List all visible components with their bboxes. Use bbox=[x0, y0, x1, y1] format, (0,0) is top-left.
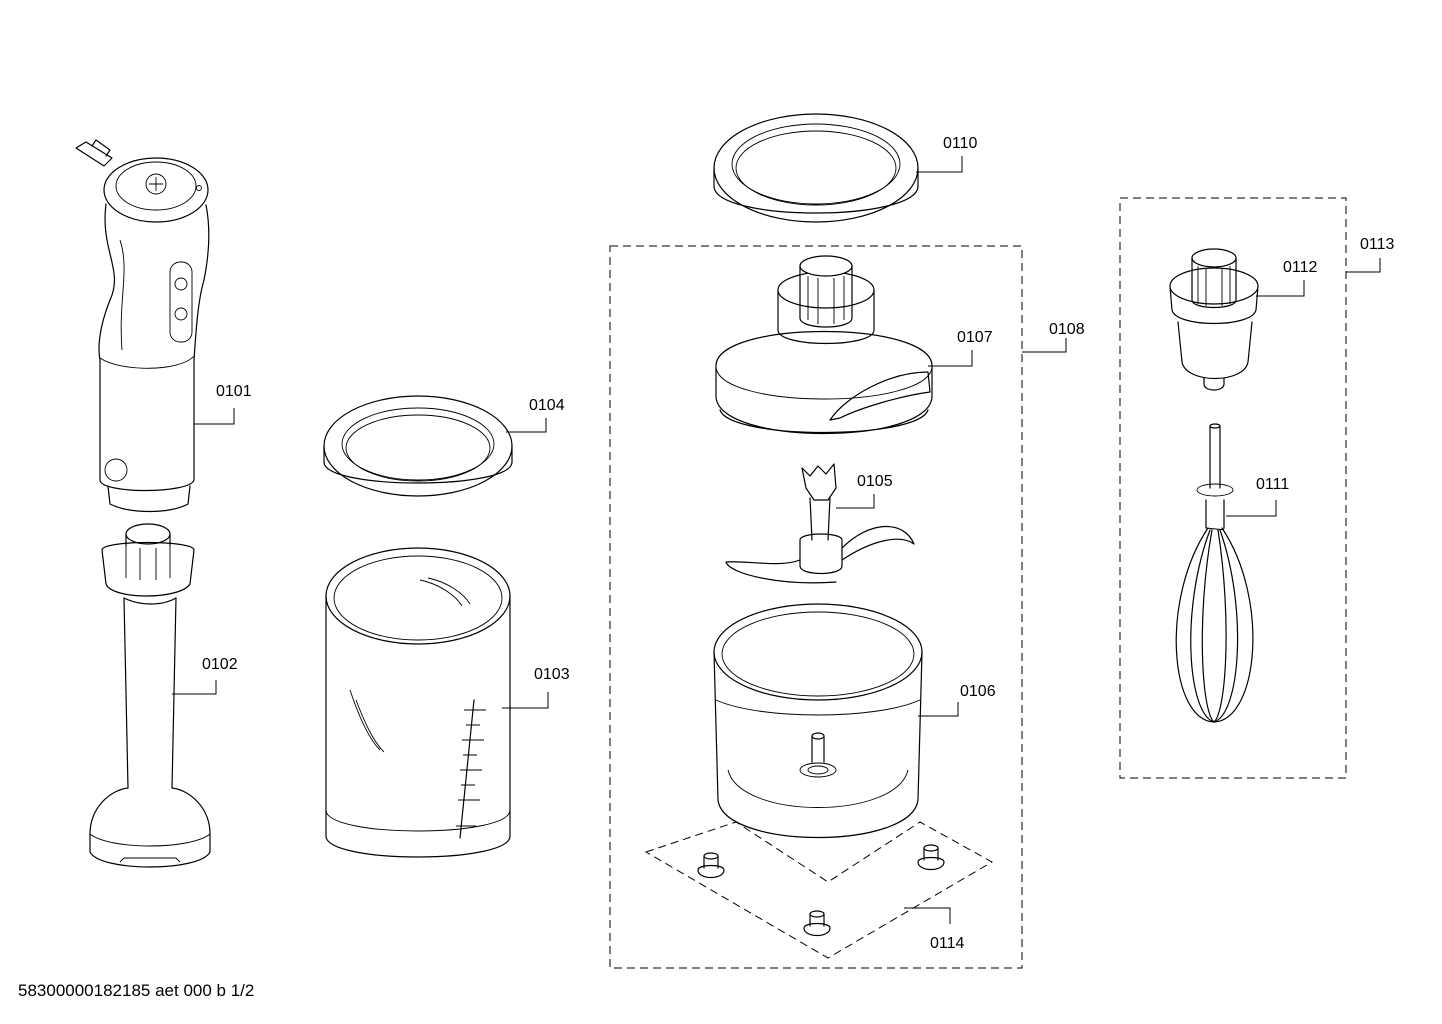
part-0103-measuring-beaker bbox=[325, 547, 511, 858]
part-0106-chopper-bowl bbox=[713, 603, 923, 838]
part-0114-anti-slip-base bbox=[644, 821, 994, 959]
callout-0101: 0101 bbox=[194, 383, 252, 425]
part-0111-whisk bbox=[1175, 423, 1254, 723]
callout-0114: 0114 bbox=[904, 907, 965, 952]
callout-0105: 0105 bbox=[836, 473, 893, 509]
callout-0107: 0107 bbox=[928, 329, 993, 367]
label-0103: 0103 bbox=[534, 666, 570, 683]
part-0112-whisk-gearbox bbox=[1169, 248, 1259, 391]
callout-0113: 0113 bbox=[1346, 236, 1395, 273]
part-0102-blender-shaft bbox=[89, 523, 211, 868]
document-code: 58300000182185 aet 000 b 1/2 bbox=[18, 981, 255, 1000]
callout-0111: 0111 bbox=[1226, 476, 1289, 517]
part-0110-bowl-lid bbox=[713, 113, 919, 223]
label-0106: 0106 bbox=[960, 683, 996, 700]
callout-0108: 0108 bbox=[1022, 321, 1085, 353]
callout-0102: 0102 bbox=[172, 656, 238, 695]
part-0105-chopper-blade bbox=[725, 463, 915, 584]
part-0107-chopper-lid bbox=[715, 255, 933, 435]
callout-0104: 0104 bbox=[506, 397, 565, 433]
label-0111: 0111 bbox=[1256, 476, 1289, 493]
label-0105: 0105 bbox=[857, 473, 893, 490]
label-0104: 0104 bbox=[529, 397, 565, 414]
label-0110: 0110 bbox=[943, 135, 978, 152]
label-0112: 0112 bbox=[1283, 259, 1318, 276]
callout-0112: 0112 bbox=[1256, 259, 1318, 297]
callout-0103: 0103 bbox=[502, 666, 570, 709]
part-0101-motor-handle bbox=[75, 139, 210, 513]
callout-0106: 0106 bbox=[918, 683, 996, 717]
label-0102: 0102 bbox=[202, 656, 238, 673]
part-0108-chopper-assembly-boundary bbox=[609, 245, 1023, 969]
label-0107: 0107 bbox=[957, 329, 993, 346]
callout-0110: 0110 bbox=[916, 135, 978, 173]
label-0114: 0114 bbox=[930, 935, 965, 952]
part-0104-beaker-lid bbox=[323, 395, 513, 497]
label-0101: 0101 bbox=[216, 383, 252, 400]
label-0108: 0108 bbox=[1049, 321, 1085, 338]
label-0113: 0113 bbox=[1360, 236, 1395, 253]
